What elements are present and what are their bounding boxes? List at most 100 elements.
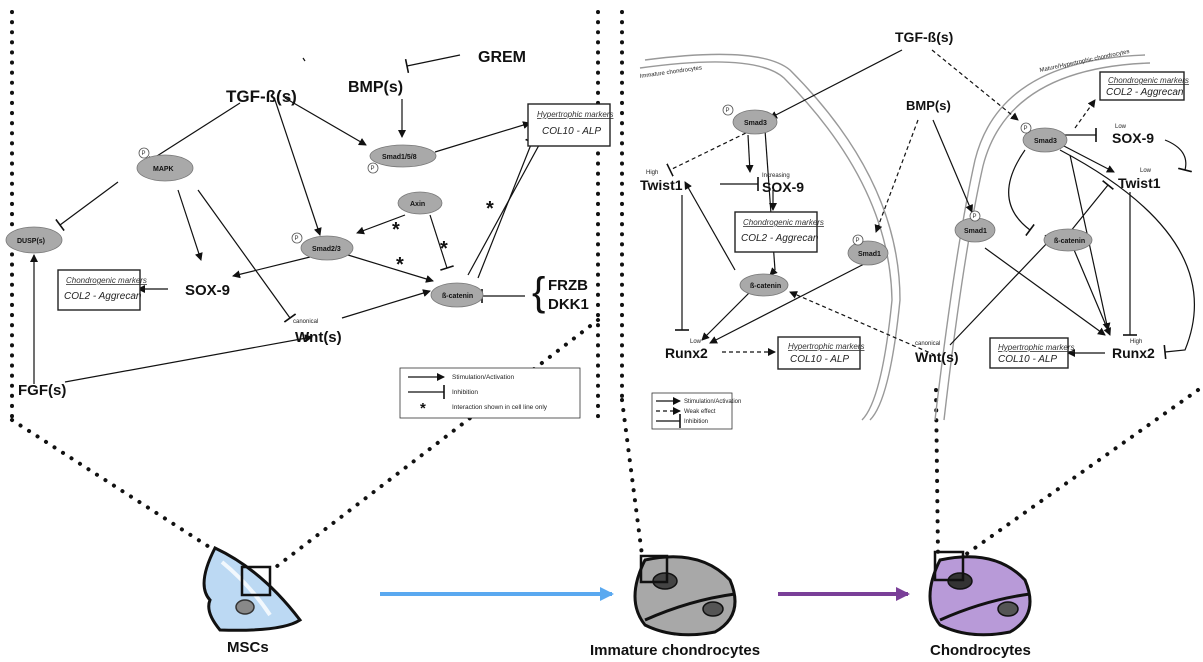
phospho-marker: [367, 162, 379, 174]
left-pathway-panel: TGF-ß(s) BMP(s) GREM Smad1/5/8 P Hypertr…: [5, 49, 613, 419]
cell-line-star: *: [396, 254, 404, 276]
svg-text:P: P: [142, 151, 146, 157]
zoom-box: [240, 565, 272, 597]
chondrogenic-markers-box: [57, 269, 141, 311]
legend-star-note: Interaction shown in cell line only: [452, 404, 548, 411]
twist1-label: Twist1: [640, 177, 683, 193]
chondrogenic-markers-box: [1099, 71, 1185, 101]
hypertrophic-markers-box: [527, 103, 611, 147]
beta-catenin-node: [739, 273, 789, 297]
dkk1-label: DKK1: [548, 296, 589, 313]
cell-line-star: *: [486, 198, 494, 220]
hypertrophic-markers-text: COL10 - ALP: [998, 354, 1057, 365]
zoom-box: [933, 550, 965, 582]
svg-text:P: P: [371, 166, 375, 172]
chondrogenic-markers-box: [734, 211, 818, 253]
chondrogenic-markers-title: Chondrogenic markers: [1108, 76, 1189, 85]
low-label: Low: [1115, 124, 1127, 130]
immature-chondrocytes-label: Immature chondrocytes: [590, 642, 760, 659]
runx2-label: Runx2: [1112, 345, 1155, 361]
axin-node: [397, 191, 443, 215]
smad1-label: Smad1: [858, 251, 881, 258]
svg-text:P: P: [856, 238, 860, 244]
svg-text:P: P: [295, 236, 299, 242]
phospho-marker: [1020, 122, 1032, 134]
hypertrophic-markers-box: [989, 337, 1069, 369]
runx2-label: Runx2: [665, 345, 708, 361]
sox9-label-right: SOX-9: [762, 179, 804, 195]
legend-stimulation: Stimulation/Activation: [684, 399, 741, 405]
sox9-label-right: SOX-9: [1112, 130, 1154, 146]
hypertrophic-markers-text: COL10 - ALP: [542, 126, 601, 137]
cell-line-star: *: [392, 219, 400, 241]
smad158-node: [369, 144, 437, 168]
hypertrophic-markers-title: Hypertrophic markers: [788, 342, 864, 351]
chondrogenic-markers-text: COL2 - Aggrecan: [1106, 87, 1184, 98]
increasing-label: Increasing: [762, 173, 790, 179]
bmp-label-right: BMP(s): [906, 98, 951, 113]
phospho-marker: [291, 232, 303, 244]
svg-text:P: P: [1024, 126, 1028, 132]
zoom-box: [639, 554, 669, 584]
axin-label: Axin: [410, 201, 425, 208]
beta-catenin-label: ß-catenin: [442, 293, 473, 300]
phospho-marker: [138, 147, 150, 159]
hypertrophic-markers-box: [777, 336, 861, 370]
zoom-lines: [10, 10, 1200, 572]
fgf-label: FGF(s): [18, 382, 66, 399]
mature-chondrocytes-label: Mature/Hypertrophic chondrocytes: [1039, 49, 1130, 74]
smad23-node: [300, 235, 354, 261]
right-pathway-panel: Immature chondrocytes Mature/Hypertrophi…: [639, 29, 1195, 430]
mapk-label: MAPK: [153, 166, 174, 173]
cell-line-star: *: [440, 238, 448, 260]
high-label: High: [646, 170, 658, 176]
beta-catenin-label: ß-catenin: [750, 283, 781, 290]
chondrocyte-illustration: Chondrocytes: [928, 550, 1032, 659]
msc-cell-illustration: MSCs: [202, 546, 303, 656]
low-label: Low: [1140, 168, 1152, 174]
chondrogenic-markers-title: Chondrogenic markers: [66, 276, 147, 285]
tgf-label: TGF-ß(s): [226, 87, 297, 106]
mapk-node: [136, 154, 194, 182]
mscs-label: MSCs: [227, 639, 269, 656]
sox9-label: SOX-9: [185, 282, 230, 299]
high-label: High: [1130, 339, 1142, 345]
smad158-label: Smad1/5/8: [382, 154, 417, 161]
twist1-label: Twist1: [1118, 175, 1161, 191]
hypertrophic-markers-text: COL10 - ALP: [790, 354, 849, 365]
chondrogenic-markers-text: COL2 - Aggrecan: [64, 291, 142, 302]
smad1-label: Smad1: [964, 228, 987, 235]
legend-weak-effect: Weak effect: [684, 409, 716, 415]
grem-label: GREM: [478, 49, 526, 66]
frzb-label: FRZB: [548, 277, 588, 294]
phospho-marker: [969, 210, 981, 222]
canonical-label-right: canonical: [915, 341, 940, 347]
beta-catenin-node: [1043, 228, 1093, 252]
left-legend: [399, 367, 581, 419]
bmp-label: BMP(s): [348, 79, 403, 96]
dusp-node: [5, 226, 63, 254]
immature-chondrocyte-illustration: Immature chondrocytes: [590, 554, 760, 659]
low-label: Low: [690, 339, 702, 345]
phospho-marker: [852, 234, 864, 246]
beta-catenin-node: [430, 282, 484, 308]
inhibitor-brace: {: [532, 270, 545, 314]
svg-text:P: P: [973, 214, 977, 220]
legend-inhibition: Inhibition: [684, 419, 708, 425]
svg-text:*: *: [420, 400, 426, 417]
chondrogenic-markers-title: Chondrogenic markers: [743, 218, 824, 227]
legend-stimulation: Stimulation/Activation: [452, 374, 515, 381]
beta-catenin-label: ß-catenin: [1054, 238, 1085, 245]
svg-text:P: P: [726, 108, 730, 114]
smad3-label: Smad3: [1034, 138, 1057, 145]
wnt-label: Wnt(s): [295, 329, 342, 346]
hypertrophic-markers-title: Hypertrophic markers: [537, 110, 613, 119]
phospho-marker: [722, 104, 734, 116]
smad3-node: [1022, 127, 1068, 153]
wnt-label-right: Wnt(s): [915, 349, 959, 365]
smad23-label: Smad2/3: [312, 246, 341, 253]
chondrogenic-markers-text: COL2 - Aggrecan: [741, 233, 819, 244]
legend-inhibition: Inhibition: [452, 389, 478, 396]
canonical-label: canonical: [293, 319, 318, 325]
